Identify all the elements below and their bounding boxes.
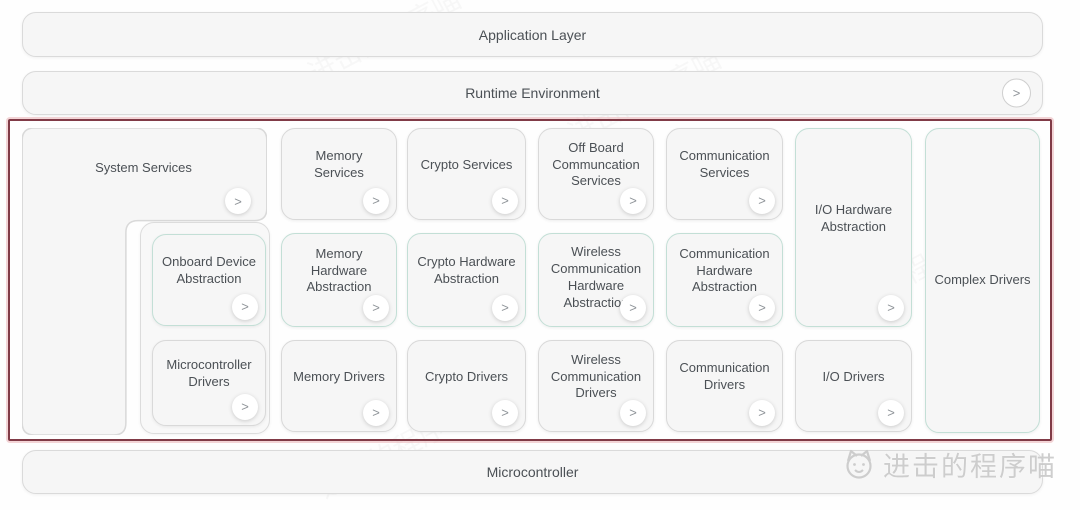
box-wireless-communication-drivers[interactable]: Wireless Communication Drivers > xyxy=(538,340,654,432)
layer-runtime-environment-label: Runtime Environment xyxy=(465,85,600,101)
box-complex-drivers[interactable]: Complex Drivers xyxy=(925,128,1040,433)
box-crypto-hardware-abstraction[interactable]: Crypto Hardware Abstraction > xyxy=(407,233,526,327)
chevron-right-icon[interactable]: > xyxy=(878,295,904,321)
box-label: Communication Hardware Abstraction xyxy=(679,245,770,295)
box-onboard-device-abstraction[interactable]: Onboard Device Abstraction > xyxy=(152,234,266,326)
chevron-right-icon[interactable]: > xyxy=(620,295,646,321)
box-memory-drivers[interactable]: Memory Drivers > xyxy=(281,340,397,432)
chevron-right-icon[interactable]: > xyxy=(225,188,251,214)
box-memory-services[interactable]: Memory Services > xyxy=(281,128,397,220)
layer-runtime-environment[interactable]: Runtime Environment > xyxy=(22,71,1043,115)
box-crypto-services[interactable]: Crypto Services > xyxy=(407,128,526,220)
box-io-hardware-abstraction[interactable]: I/O Hardware Abstraction > xyxy=(795,128,912,327)
box-io-drivers[interactable]: I/O Drivers > xyxy=(795,340,912,432)
box-label: Memory Hardware Abstraction xyxy=(306,245,372,295)
box-memory-hardware-abstraction[interactable]: Memory Hardware Abstraction > xyxy=(281,233,397,327)
chevron-right-icon[interactable]: > xyxy=(749,188,775,214)
chevron-right-icon[interactable]: > xyxy=(492,295,518,321)
box-label: Memory Drivers xyxy=(293,368,385,384)
chevron-right-icon[interactable]: > xyxy=(749,400,775,426)
chevron-right-icon[interactable]: > xyxy=(363,400,389,426)
chevron-right-icon[interactable]: > xyxy=(620,188,646,214)
chevron-right-icon[interactable]: > xyxy=(492,188,518,214)
system-services-shape xyxy=(22,128,267,435)
box-label: I/O Hardware Abstraction xyxy=(814,201,893,234)
layer-microcontroller[interactable]: Microcontroller xyxy=(22,450,1043,494)
chevron-right-icon[interactable]: > xyxy=(363,295,389,321)
box-label: Memory Services xyxy=(314,148,364,180)
box-communication-drivers[interactable]: Communication Drivers > xyxy=(666,340,783,432)
box-label: Crypto Drivers xyxy=(424,368,509,384)
box-label: Complex Drivers xyxy=(934,272,1031,288)
chevron-right-icon[interactable]: > xyxy=(620,400,646,426)
layer-microcontroller-label: Microcontroller xyxy=(486,464,579,480)
chevron-right-icon[interactable]: > xyxy=(878,400,904,426)
box-label: Crypto Services xyxy=(420,156,513,172)
chevron-right-icon[interactable]: > xyxy=(363,188,389,214)
box-label: I/O Drivers xyxy=(822,368,885,384)
chevron-right-icon[interactable]: > xyxy=(749,295,775,321)
box-label: Communication Services xyxy=(679,148,770,180)
box-communication-services[interactable]: Communication Services > xyxy=(666,128,783,220)
box-label: Onboard Device Abstraction xyxy=(162,254,256,286)
box-crypto-drivers[interactable]: Crypto Drivers > xyxy=(407,340,526,432)
box-label: Crypto Hardware Abstraction xyxy=(417,254,516,286)
chevron-right-icon[interactable]: > xyxy=(492,400,518,426)
box-offboard-communication-services[interactable]: Off Board Communcation Services > xyxy=(538,128,654,220)
chevron-right-icon[interactable]: > xyxy=(232,294,258,320)
chevron-right-icon[interactable]: > xyxy=(232,394,258,420)
box-wireless-communication-hardware-abstraction[interactable]: Wireless Communication Hardware Abstract… xyxy=(538,233,654,327)
box-system-services[interactable]: System Services > xyxy=(22,128,265,220)
box-label: Wireless Communication Hardware Abstract… xyxy=(550,244,642,310)
box-microcontroller-drivers[interactable]: Microcontroller Drivers > xyxy=(152,340,266,426)
box-label: Wireless Communication Drivers xyxy=(550,351,642,401)
box-communication-hardware-abstraction[interactable]: Communication Hardware Abstraction > xyxy=(666,233,783,327)
box-label: Communication Drivers xyxy=(679,360,770,392)
layer-application-label: Application Layer xyxy=(478,26,587,43)
box-label: Microcontroller Drivers xyxy=(166,357,252,389)
chevron-right-icon[interactable]: > xyxy=(1002,78,1031,108)
box-label: System Services xyxy=(95,159,192,175)
layer-application[interactable]: Application Layer xyxy=(22,12,1043,57)
box-label: Off Board Communcation Services xyxy=(552,139,640,189)
